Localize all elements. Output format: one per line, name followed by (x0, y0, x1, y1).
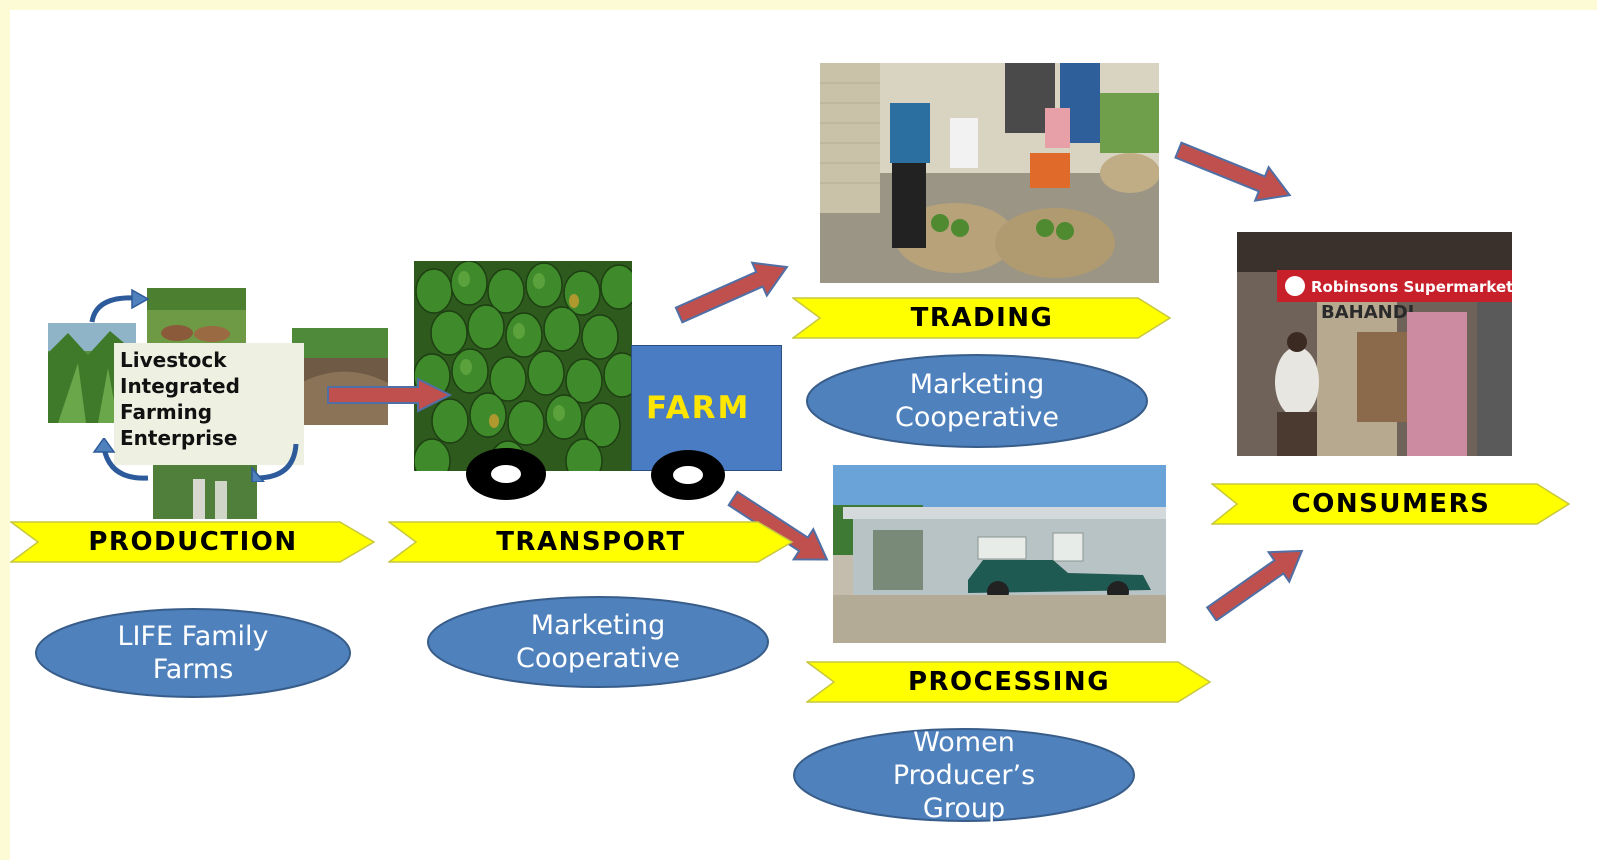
papaya-load-photo (414, 261, 632, 471)
store-sign-text: Robinsons Supermarket (1311, 278, 1512, 296)
actor-production: LIFE Family Farms (34, 607, 352, 699)
truck-front-wheel-icon (651, 450, 725, 500)
store-banner-text: BAHANDI (1321, 302, 1414, 323)
stage-production-label: PRODUCTION (88, 527, 298, 557)
livestock-photo (147, 288, 246, 348)
lief-label: Livestock Integrated Farming Enterprise (114, 343, 304, 465)
stage-transport-label: TRANSPORT (496, 527, 686, 557)
stage-production: PRODUCTION (10, 521, 376, 563)
arrow-trading-to-consumers-icon (1174, 141, 1292, 202)
truck-cab (631, 345, 782, 471)
stage-transport: TRANSPORT (388, 521, 794, 563)
arrow-processing-to-consumers-icon (1205, 549, 1304, 621)
stage-trading: TRADING (792, 297, 1172, 339)
stage-trading-label: TRADING (910, 303, 1054, 333)
cycle-arrow-right-icon (251, 443, 299, 482)
stage-consumers: CONSUMERS (1211, 483, 1571, 525)
actor-transport: Marketing Cooperative (426, 595, 770, 689)
arrow-transport-to-processing-icon (727, 490, 829, 561)
stage-processing-label: PROCESSING (907, 667, 1111, 697)
actor-transport-text: Marketing Cooperative (516, 610, 680, 674)
actor-trading-text: Marketing Cooperative (895, 369, 1059, 433)
stage-processing: PROCESSING (806, 661, 1212, 703)
slide: Livestock Integrated Farming Enterprise (10, 10, 1597, 860)
truck-rear-wheel-icon (466, 448, 546, 500)
arrow-transport-to-trading-icon (674, 261, 789, 324)
actor-processing-text: Women Producer’s Group (892, 726, 1036, 824)
supermarket-photo: Robinsons Supermarket BAHANDI (1237, 232, 1512, 456)
processing-center-photo (833, 465, 1166, 643)
arrow-production-to-transport-icon (327, 377, 453, 413)
papaya-farmers-photo (153, 465, 257, 519)
stage-consumers-label: CONSUMERS (1291, 489, 1491, 519)
actor-production-text: LIFE Family Farms (117, 621, 269, 685)
compost-photo (292, 328, 388, 425)
market-trading-photo (820, 63, 1159, 283)
actor-processing: Women Producer’s Group (792, 726, 1136, 824)
actor-trading: Marketing Cooperative (805, 353, 1149, 449)
cycle-arrow-left-icon (92, 438, 149, 481)
truck-farm-label: FARM (646, 390, 751, 426)
cycle-arrow-top-icon (89, 288, 150, 323)
